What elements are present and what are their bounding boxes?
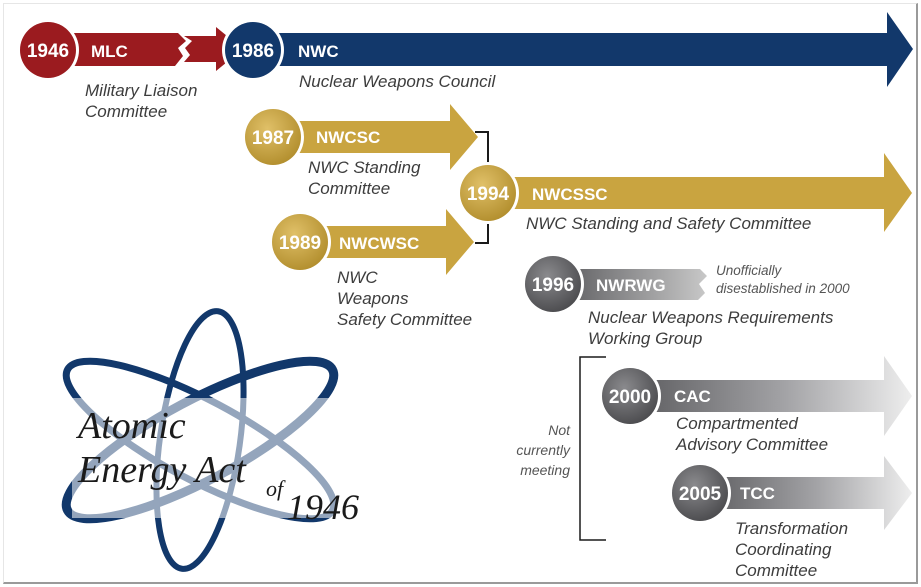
- tcc-desc-line-1: Transformation: [735, 519, 849, 538]
- not-meeting-bracket: [579, 356, 606, 541]
- nwrwg-note: Unofficially disestablished in 2000: [716, 262, 850, 298]
- atomic-energy-act-logo: Atomic Energy Act of 1946: [61, 308, 372, 572]
- tcc-year-circle: [672, 465, 728, 521]
- mlc-desc-line-2: Committee: [85, 102, 168, 121]
- cac-desc-line-1: Compartmented: [676, 414, 798, 433]
- mlc-desc-line-1: Military Liaison: [85, 81, 198, 100]
- nwc-description: Nuclear Weapons Council: [299, 71, 495, 92]
- nwcssc-year-circle: [460, 165, 516, 221]
- mlc-abbr: MLC: [91, 42, 128, 61]
- cac-abbr: CAC: [674, 387, 711, 406]
- tcc-desc-line-3: Committee: [735, 561, 818, 580]
- nwcssc-arrow: 1994 NWCSSC: [457, 153, 912, 232]
- nwcsc-desc-line-1: NWC Standing: [308, 158, 421, 177]
- cac-description: Compartmented Advisory Committee: [676, 413, 828, 455]
- nwcwsc-desc-line-2: Weapons: [337, 289, 409, 308]
- nwcssc-abbr: NWCSSC: [532, 185, 608, 204]
- nwcsc-year: 1987: [252, 128, 294, 149]
- not-meeting-line-1: Not: [548, 422, 570, 438]
- nwcssc-description: NWC Standing and Safety Committee: [526, 213, 811, 234]
- nwrwg-year: 1996: [532, 275, 574, 296]
- nwcsc-desc-line-2: Committee: [308, 179, 391, 198]
- logo-of: of: [266, 476, 286, 501]
- not-meeting-label: Not currently meeting: [500, 420, 570, 480]
- nwcsc-description: NWC Standing Committee: [308, 157, 420, 199]
- nwcwsc-desc-line-1: NWC: [337, 268, 378, 287]
- mlc-year-circle: [20, 22, 76, 78]
- nwcsc-arrow: 1987 NWCSC: [242, 104, 478, 170]
- tcc-description: Transformation Coordinating Committee: [735, 518, 848, 581]
- cac-arrow: 2000 CAC: [599, 356, 912, 436]
- logo-year: 1946: [287, 487, 359, 527]
- cac-year-circle: [602, 368, 658, 424]
- nwrwg-desc-line-2: Working Group: [588, 329, 703, 348]
- atom-orbits-icon: [61, 308, 372, 572]
- nwrwg-description: Nuclear Weapons Requirements Working Gro…: [588, 307, 833, 349]
- nwcwsc-year-circle: [272, 214, 328, 270]
- nwrwg-arrow: 1996 NWRWG: [522, 253, 707, 315]
- nwrwg-note-line-2: disestablished in 2000: [716, 281, 850, 296]
- tcc-desc-line-2: Coordinating: [735, 540, 832, 559]
- tcc-arrow: 2005 TCC: [669, 456, 912, 530]
- mlc-arrow: 1946 MLC: [17, 19, 243, 81]
- nwcwsc-abbr: NWCWSC: [339, 234, 419, 253]
- nwcsc-abbr: NWCSC: [316, 128, 380, 147]
- cac-desc-line-2: Advisory Committee: [676, 435, 829, 454]
- mlc-year: 1946: [27, 41, 69, 62]
- nwc-arrow: 1986 NWC: [222, 12, 913, 87]
- not-meeting-line-2: currently: [516, 442, 570, 458]
- not-meeting-line-3: meeting: [520, 462, 570, 478]
- nwcwsc-arrow: 1989 NWCWSC: [269, 209, 474, 275]
- cac-year: 2000: [609, 387, 651, 408]
- logo-line-energy-act: Energy Act: [77, 449, 247, 491]
- nwc-abbr: NWC: [298, 42, 339, 61]
- logo-line-atomic: Atomic: [75, 405, 186, 447]
- mlc-description: Military Liaison Committee: [85, 80, 197, 122]
- nwcwsc-desc-line-3: Safety Committee: [337, 310, 473, 329]
- nwrwg-desc-line-1: Nuclear Weapons Requirements: [588, 308, 834, 327]
- nwc-desc-line-1: Nuclear Weapons Council: [299, 72, 496, 91]
- nwcwsc-description: NWC Weapons Safety Committee: [337, 267, 472, 330]
- nwrwg-year-circle: [525, 256, 581, 312]
- nwcssc-year: 1994: [467, 184, 510, 205]
- nwc-year-circle: [225, 22, 281, 78]
- nwcssc-desc-line-1: NWC Standing and Safety Committee: [526, 214, 812, 233]
- nwcsc-year-circle: [245, 109, 301, 165]
- frame-border: [3, 3, 918, 584]
- nwcwsc-year: 1989: [279, 233, 321, 254]
- nwrwg-abbr: NWRWG: [596, 276, 666, 295]
- nwc-year: 1986: [232, 41, 274, 62]
- nwrwg-note-line-1: Unofficially: [716, 263, 782, 278]
- tcc-abbr: TCC: [740, 484, 775, 503]
- tcc-year: 2005: [679, 484, 722, 505]
